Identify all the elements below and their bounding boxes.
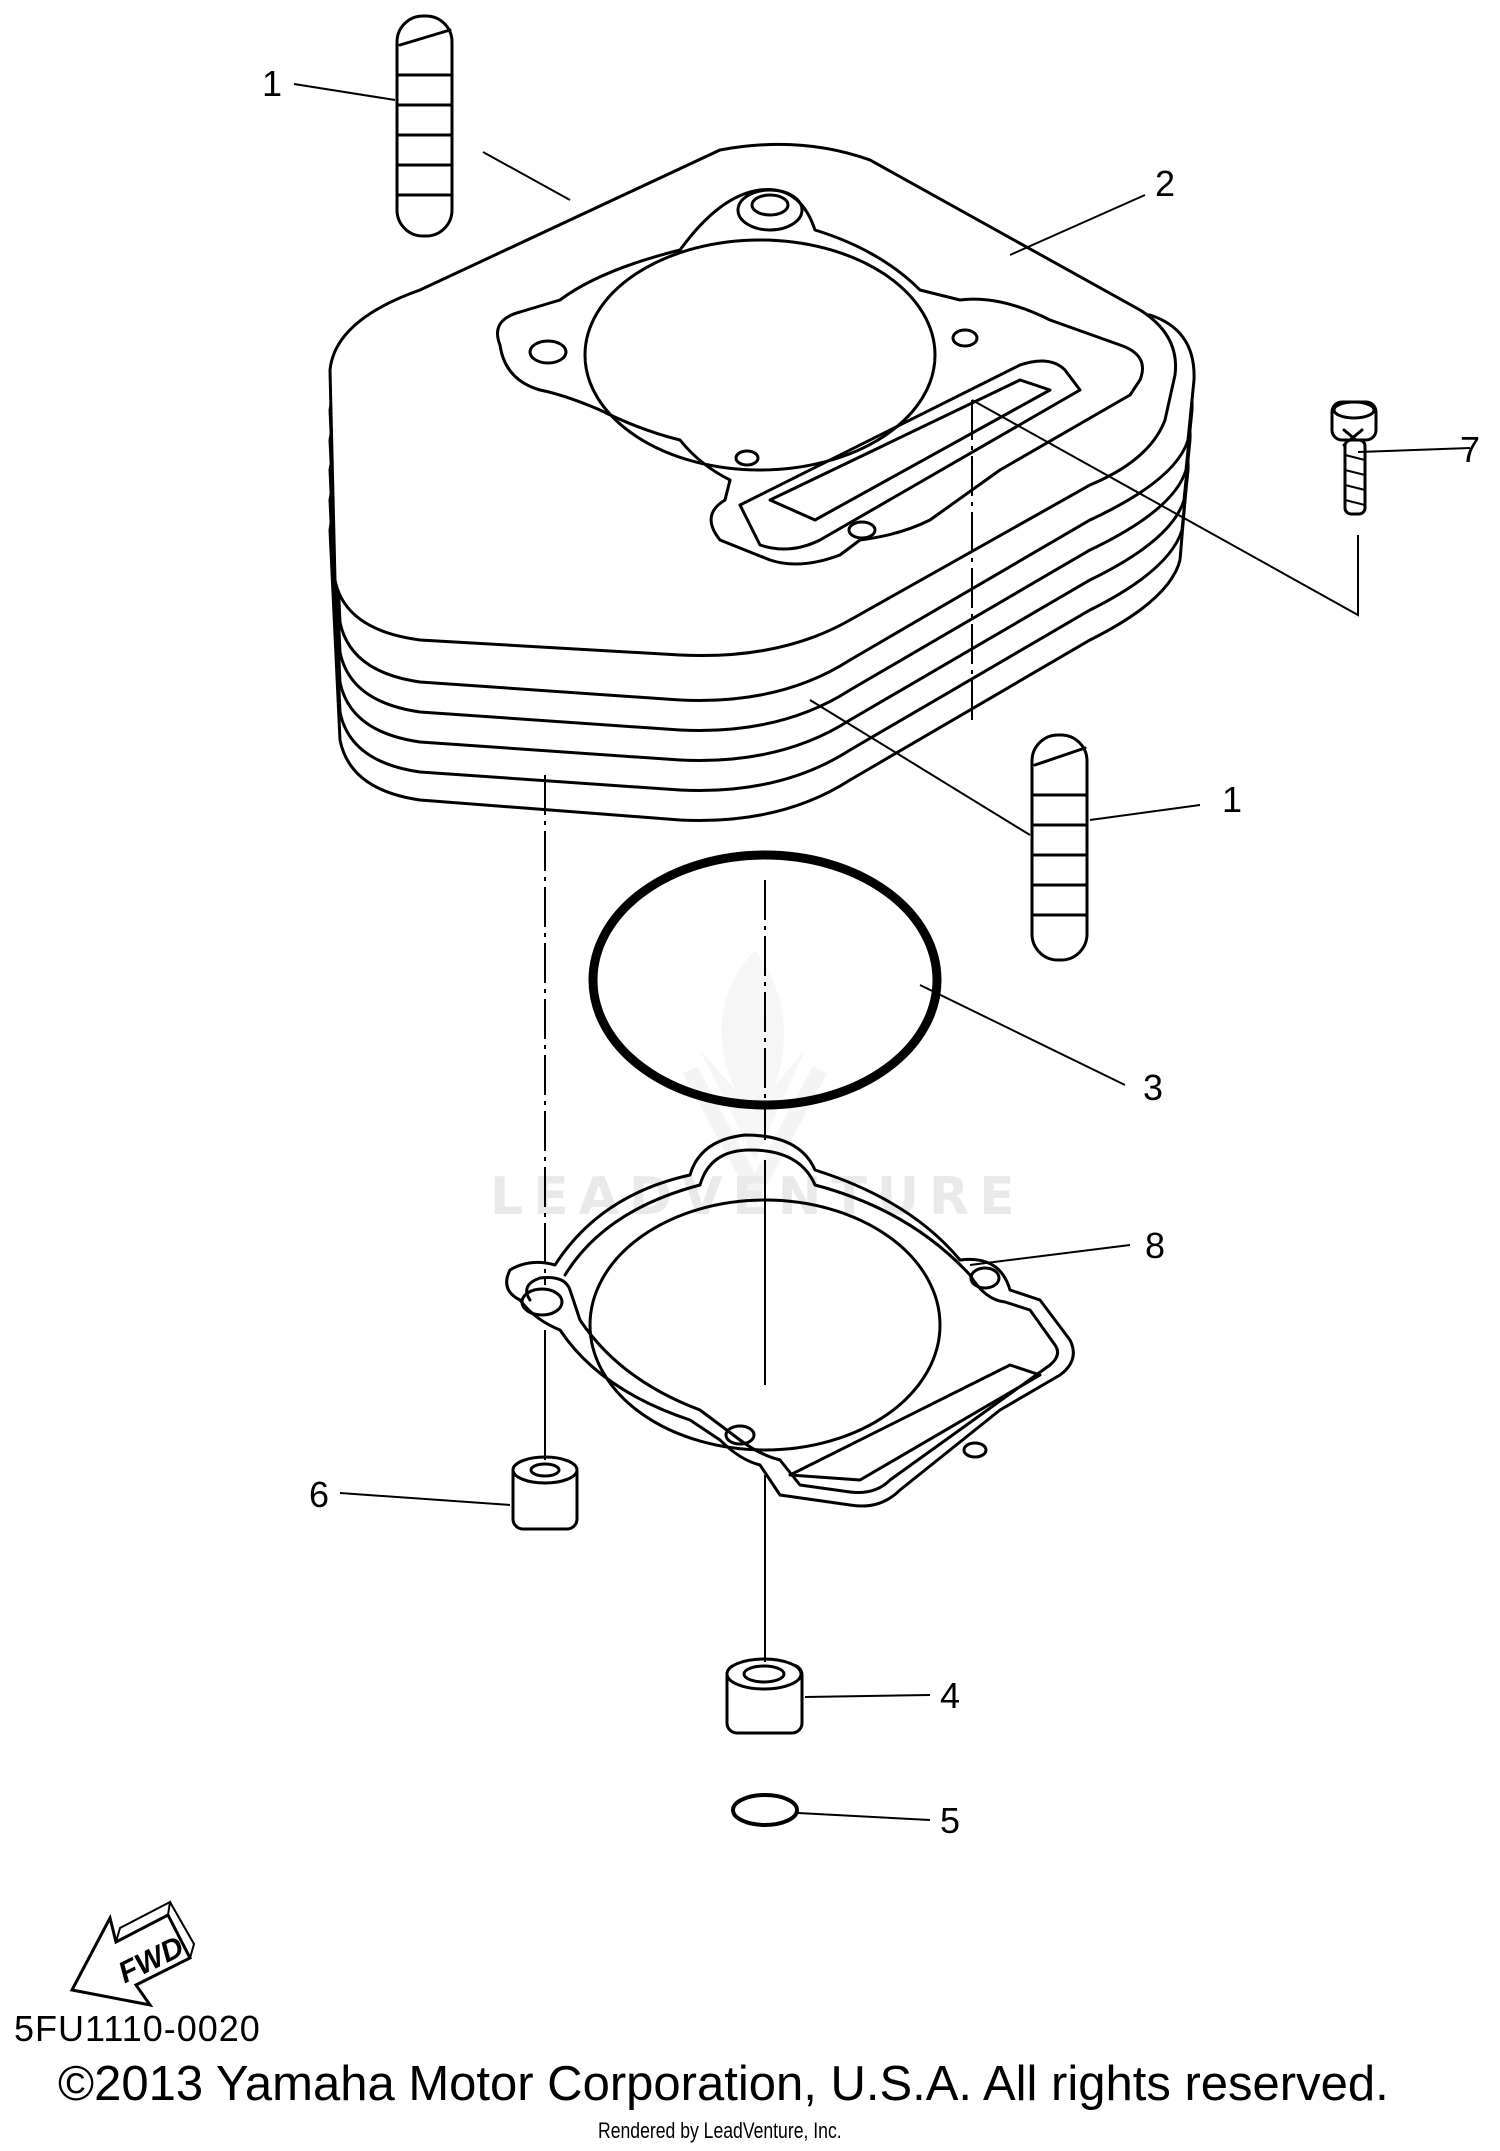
dowel-small-drawing: [511, 1455, 579, 1531]
callout-1-right: 1: [1222, 779, 1242, 820]
callout-4: 4: [940, 1675, 960, 1716]
bolt-drawing: [1330, 400, 1378, 516]
gasket-drawing: [505, 1133, 1075, 1508]
pin-right-drawing: [1030, 733, 1089, 962]
o-ring-small-drawing: [731, 1793, 799, 1827]
cylinder-drawing: [328, 142, 1196, 822]
reference-code: 5FU1110-0020: [14, 2008, 261, 2049]
callout-8: 8: [1145, 1225, 1165, 1266]
copyright-notice: ©2013 Yamaha Motor Corporation, U.S.A. A…: [58, 2057, 1389, 2111]
callout-5: 5: [940, 1800, 960, 1841]
rendered-by-credit: Rendered by LeadVenture, Inc.: [598, 2118, 842, 2143]
dowel-large-drawing: [725, 1657, 804, 1735]
callout-7: 7: [1460, 429, 1480, 470]
callout-3: 3: [1143, 1067, 1163, 1108]
watermark-text: LEADVENTURE: [490, 1167, 1025, 1227]
callout-6: 6: [309, 1474, 329, 1515]
pin-top-drawing: [395, 14, 454, 238]
callout-1-top: 1: [262, 63, 282, 104]
callout-2: 2: [1155, 163, 1175, 204]
forward-arrow-icon: FWD: [69, 1900, 196, 2008]
watermark-logo: [682, 950, 828, 1207]
